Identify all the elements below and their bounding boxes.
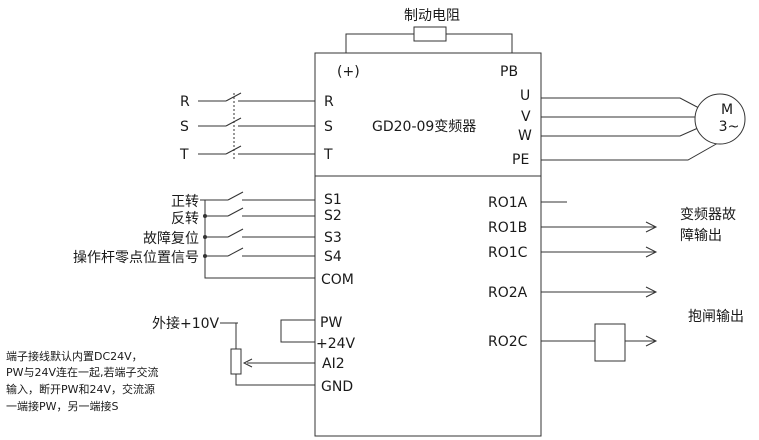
terminal-pw: PW bbox=[320, 315, 342, 331]
function-reverse: 反转 bbox=[171, 211, 199, 227]
brake-output-relay bbox=[594, 323, 626, 362]
brake-resistor-wire bbox=[345, 33, 414, 53]
terminal-v: V bbox=[521, 109, 531, 125]
note-line-3: 输入，断开PW和24V，交流源 bbox=[6, 382, 155, 396]
fault-output-label-2: 障输出 bbox=[680, 228, 722, 244]
terminal-com: COM bbox=[321, 272, 354, 288]
brake-resistor-wire-right bbox=[446, 33, 513, 53]
motor-label-phase: 3~ bbox=[719, 119, 740, 135]
motor bbox=[694, 93, 746, 145]
terminal-s: S bbox=[324, 119, 333, 135]
note-line-1: 端子接线默认内置DC24V， bbox=[6, 349, 143, 363]
terminal-s4: S4 bbox=[324, 249, 342, 265]
terminal-u: U bbox=[520, 88, 530, 104]
terminal-24v: +24V bbox=[316, 336, 356, 352]
motor-wiring bbox=[541, 97, 719, 161]
external-10v-label: 外接+10V bbox=[152, 315, 220, 332]
terminal-ro1c: RO1C bbox=[488, 245, 528, 261]
note-line-4: 一端接PW，另一端接S bbox=[6, 400, 119, 413]
plus-terminal-label: (+) bbox=[337, 64, 360, 80]
terminal-ro1b: RO1B bbox=[488, 220, 527, 236]
note-line-2: PW与24V连在一起,若端子交流 bbox=[6, 365, 159, 379]
brake-resistor-title: 制动电阻 bbox=[404, 8, 460, 24]
terminal-ro2a: RO2A bbox=[488, 285, 528, 301]
function-fault-reset: 故障复位 bbox=[143, 230, 199, 247]
brake-output-label: 抱闸输出 bbox=[688, 309, 744, 325]
fault-output-label-1: 变频器故 bbox=[680, 207, 736, 223]
circuit-breaker bbox=[198, 92, 315, 160]
supply-phase-t: T bbox=[179, 147, 189, 163]
motor-label-m: M bbox=[721, 102, 733, 118]
terminal-t: T bbox=[323, 147, 333, 163]
terminal-gnd: GND bbox=[321, 379, 353, 395]
pb-terminal-label: PB bbox=[500, 64, 518, 80]
potentiometer-wiring bbox=[220, 322, 315, 386]
terminal-r: R bbox=[324, 94, 334, 110]
input-switches bbox=[200, 191, 315, 279]
terminal-w: W bbox=[518, 128, 532, 144]
supply-phase-s: S bbox=[180, 119, 189, 135]
relay-output-wiring bbox=[541, 201, 658, 347]
terminal-ro2c: RO2C bbox=[488, 334, 528, 350]
brake-resistor bbox=[413, 26, 447, 42]
terminal-s1: S1 bbox=[324, 192, 342, 208]
inverter-name: GD20-09变频器 bbox=[372, 119, 476, 135]
pw-24v-jumper bbox=[280, 319, 315, 343]
supply-phase-r: R bbox=[180, 94, 190, 110]
inverter-power-box bbox=[314, 52, 542, 177]
terminal-s3: S3 bbox=[324, 230, 342, 246]
function-forward: 正转 bbox=[171, 194, 199, 210]
function-joystick-zero: 操作杆零点位置信号 bbox=[73, 250, 199, 266]
inverter-control-box bbox=[314, 175, 542, 437]
terminal-ai2: AI2 bbox=[322, 356, 345, 372]
terminal-s2: S2 bbox=[324, 208, 342, 224]
terminal-ro1a: RO1A bbox=[488, 195, 528, 211]
terminal-pe: PE bbox=[512, 152, 529, 168]
